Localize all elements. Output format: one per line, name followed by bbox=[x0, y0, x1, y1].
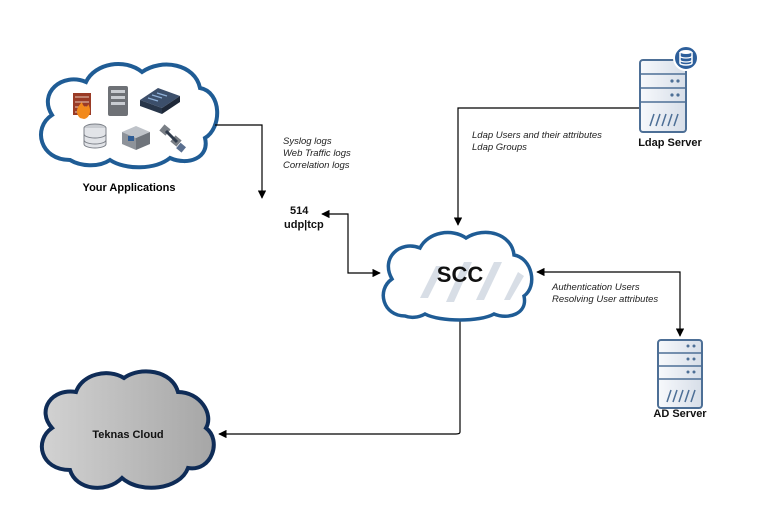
edge-scc-to-ad bbox=[536, 267, 685, 337]
edge-ldap-to-scc bbox=[453, 107, 640, 226]
scc-cloud bbox=[381, 230, 534, 322]
printer-icon bbox=[122, 126, 150, 150]
firewall-icon bbox=[73, 93, 91, 119]
port-protocol: udp|tcp bbox=[284, 219, 324, 231]
applications-label: Your Applications bbox=[83, 182, 176, 194]
connectors bbox=[215, 107, 685, 439]
port-number: 514 bbox=[290, 205, 309, 217]
server-rack-icon bbox=[657, 339, 703, 409]
ldap-edge-annotation: Ldap Users and their attributes Ldap Gro… bbox=[472, 130, 602, 154]
ad-edge-annotation: Authentication Users Resolving User attr… bbox=[552, 282, 658, 306]
network-switch-icon bbox=[140, 88, 180, 114]
annotation-line: Ldap Users and their attributes bbox=[472, 130, 602, 141]
ldap-server bbox=[639, 45, 699, 133]
annotation-line: Ldap Groups bbox=[472, 142, 527, 153]
satellite-icon bbox=[159, 124, 186, 153]
database-badge-icon bbox=[673, 45, 699, 71]
annotation-line: Correlation logs bbox=[283, 160, 350, 171]
ad-label: AD Server bbox=[653, 408, 707, 420]
database-icon bbox=[83, 123, 107, 149]
edge-scc-to-teknas bbox=[218, 318, 461, 439]
teknas-label: Teknas Cloud bbox=[92, 429, 163, 441]
scc-label: SCC bbox=[437, 262, 484, 287]
applications-cloud bbox=[39, 62, 220, 170]
annotation-line: Authentication Users bbox=[552, 282, 640, 293]
server-rack-icon bbox=[639, 59, 687, 133]
annotation-line: Resolving User attributes bbox=[552, 294, 659, 305]
teknas-cloud bbox=[39, 369, 216, 490]
edge-apps-to-port bbox=[215, 124, 267, 199]
ad-server bbox=[657, 339, 703, 409]
ldap-label: Ldap Server bbox=[638, 137, 702, 149]
port-label: 514 udp|tcp bbox=[284, 204, 324, 232]
annotation-line: Web Traffic logs bbox=[283, 148, 351, 159]
annotation-line: Syslog logs bbox=[283, 136, 332, 147]
apps-edge-annotation: Syslog logs Web Traffic logs Correlation… bbox=[283, 136, 351, 172]
edge-port-to-scc bbox=[321, 209, 381, 278]
server-tower-icon bbox=[108, 86, 128, 116]
